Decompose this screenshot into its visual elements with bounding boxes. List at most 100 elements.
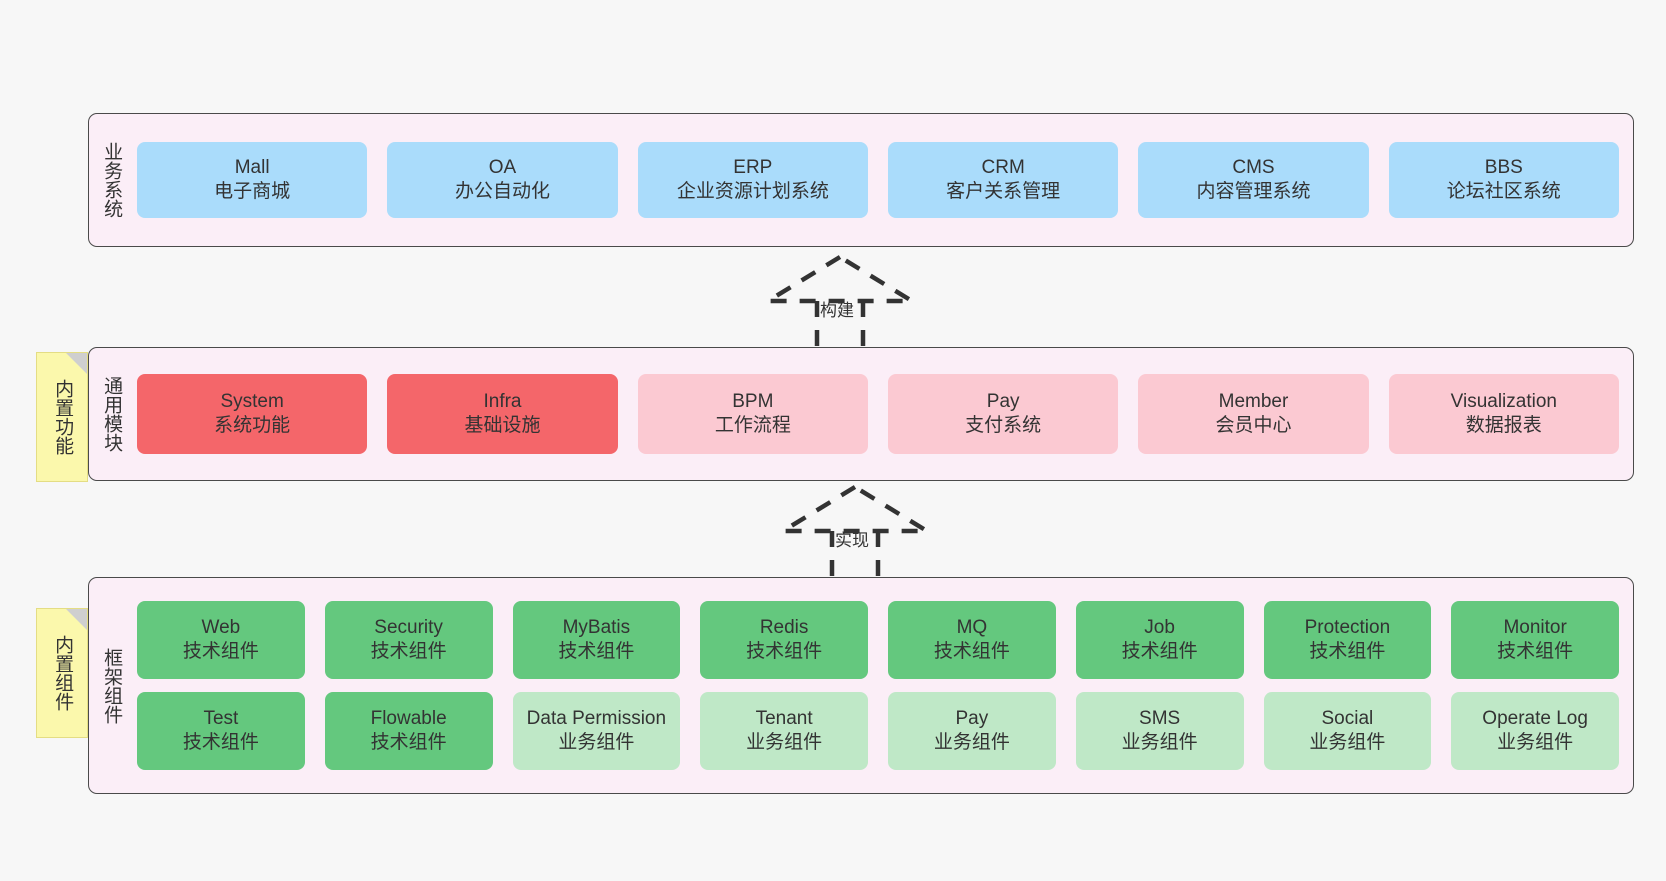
framework-business-row: Test 技术组件 Flowable 技术组件 Data Permission … bbox=[137, 692, 1619, 770]
card-sms[interactable]: SMS 业务组件 bbox=[1075, 692, 1244, 770]
layer-business-body: Mall 电子商城 OA 办公自动化 ERP 企业资源计划系统 CRM 客户关系… bbox=[133, 114, 1633, 246]
card-title-en: CMS bbox=[1232, 157, 1275, 179]
card-title-cn: 电子商城 bbox=[214, 181, 291, 202]
card-member[interactable]: Member 会员中心 bbox=[1138, 374, 1369, 454]
card-title-en: Pay bbox=[955, 708, 989, 730]
layer-business-systems: 业务系统 Mall 电子商城 OA 办公自动化 ERP 企业资源计划系统 CRM… bbox=[88, 113, 1634, 247]
card-oa[interactable]: OA 办公自动化 bbox=[387, 142, 618, 218]
card-bbs[interactable]: BBS 论坛社区系统 bbox=[1388, 142, 1619, 218]
card-monitor[interactable]: Monitor 技术组件 bbox=[1451, 601, 1619, 679]
note-fold-corner-icon bbox=[66, 353, 87, 374]
card-title-en: MyBatis bbox=[562, 617, 631, 639]
card-title-cn: 技术组件 bbox=[558, 641, 635, 662]
card-pay-module[interactable]: Pay 支付系统 bbox=[887, 374, 1119, 454]
card-title-cn: 工作流程 bbox=[714, 415, 791, 436]
card-flowable[interactable]: Flowable 技术组件 bbox=[324, 692, 493, 770]
card-title-cn: 办公自动化 bbox=[454, 181, 550, 202]
card-job[interactable]: Job 技术组件 bbox=[1075, 601, 1244, 679]
card-web[interactable]: Web 技术组件 bbox=[137, 601, 305, 679]
card-bpm[interactable]: BPM 工作流程 bbox=[637, 374, 868, 454]
note-builtin-functions-label: 内置功能 bbox=[52, 379, 74, 455]
card-operate-log[interactable]: Operate Log 业务组件 bbox=[1451, 692, 1619, 770]
card-cms[interactable]: CMS 内容管理系统 bbox=[1138, 142, 1369, 218]
card-data-permission[interactable]: Data Permission 业务组件 bbox=[512, 692, 681, 770]
card-title-cn: 会员中心 bbox=[1215, 415, 1292, 436]
card-system[interactable]: System 系统功能 bbox=[137, 374, 368, 454]
card-title-cn: 技术组件 bbox=[182, 641, 259, 662]
card-title-en: Web bbox=[201, 617, 241, 639]
card-title-en: BBS bbox=[1484, 157, 1523, 179]
card-title-cn: 企业资源计划系统 bbox=[676, 181, 829, 202]
card-title-cn: 技术组件 bbox=[370, 732, 447, 753]
card-protection[interactable]: Protection 技术组件 bbox=[1263, 601, 1432, 679]
card-social[interactable]: Social 业务组件 bbox=[1263, 692, 1432, 770]
card-title-cn: 论坛社区系统 bbox=[1446, 181, 1561, 202]
card-title-cn: 系统功能 bbox=[214, 415, 291, 436]
card-infra[interactable]: Infra 基础设施 bbox=[387, 374, 618, 454]
card-title-cn: 数据报表 bbox=[1465, 415, 1542, 436]
arrow-realize-label: 实现 bbox=[835, 531, 869, 550]
card-title-cn: 基础设施 bbox=[464, 415, 541, 436]
card-title-en: Monitor bbox=[1503, 617, 1567, 639]
arrow-build: 构建 bbox=[760, 253, 920, 348]
card-crm[interactable]: CRM 客户关系管理 bbox=[887, 142, 1119, 218]
card-title-cn: 技术组件 bbox=[1497, 641, 1574, 662]
layer-framework-body: Web 技术组件 Security 技术组件 MyBatis 技术组件 Redi… bbox=[133, 578, 1633, 793]
card-mall[interactable]: Mall 电子商城 bbox=[137, 142, 368, 218]
card-erp[interactable]: ERP 企业资源计划系统 bbox=[637, 142, 868, 218]
card-security[interactable]: Security 技术组件 bbox=[324, 601, 493, 679]
card-mybatis[interactable]: MyBatis 技术组件 bbox=[512, 601, 681, 679]
card-title-en: Job bbox=[1144, 617, 1175, 639]
arrow-realize: 实现 bbox=[775, 483, 935, 578]
card-title-cn: 业务组件 bbox=[933, 732, 1010, 753]
note-builtin-components-label: 内置组件 bbox=[52, 635, 74, 711]
layer-framework-components: 框架组件 Web 技术组件 Security 技术组件 MyBatis 技术组件… bbox=[88, 577, 1634, 794]
card-mq[interactable]: MQ 技术组件 bbox=[888, 601, 1056, 679]
card-test[interactable]: Test 技术组件 bbox=[137, 692, 305, 770]
arrow-build-label: 构建 bbox=[820, 301, 854, 320]
business-card-row: Mall 电子商城 OA 办公自动化 ERP 企业资源计划系统 CRM 客户关系… bbox=[137, 142, 1619, 218]
module-card-row: System 系统功能 Infra 基础设施 BPM 工作流程 Pay 支付系统… bbox=[137, 374, 1619, 454]
layer-modules-body: System 系统功能 Infra 基础设施 BPM 工作流程 Pay 支付系统… bbox=[133, 348, 1633, 480]
card-title-en: Member bbox=[1218, 391, 1289, 413]
card-title-en: Pay bbox=[986, 391, 1020, 413]
card-title-cn: 业务组件 bbox=[558, 732, 635, 753]
card-title-cn: 支付系统 bbox=[965, 415, 1042, 436]
card-title-en: ERP bbox=[733, 157, 773, 179]
card-title-en: Mall bbox=[234, 157, 270, 179]
card-title-en: System bbox=[220, 391, 284, 413]
card-title-en: Data Permission bbox=[526, 708, 667, 730]
card-title-en: SMS bbox=[1139, 708, 1181, 730]
card-title-en: Social bbox=[1321, 708, 1374, 730]
card-title-cn: 技术组件 bbox=[933, 641, 1010, 662]
card-tenant[interactable]: Tenant 业务组件 bbox=[700, 692, 868, 770]
card-title-cn: 技术组件 bbox=[182, 732, 259, 753]
card-redis[interactable]: Redis 技术组件 bbox=[700, 601, 868, 679]
card-title-cn: 业务组件 bbox=[746, 732, 823, 753]
card-visualization[interactable]: Visualization 数据报表 bbox=[1388, 374, 1619, 454]
card-title-cn: 技术组件 bbox=[1121, 641, 1198, 662]
card-title-cn: 业务组件 bbox=[1309, 732, 1386, 753]
layer-framework-title: 框架组件 bbox=[101, 647, 123, 724]
card-title-en: Infra bbox=[483, 391, 522, 413]
card-title-en: MQ bbox=[956, 617, 988, 639]
card-title-en: Security bbox=[374, 617, 443, 639]
layer-modules-title: 通用模块 bbox=[101, 376, 123, 452]
framework-tech-row: Web 技术组件 Security 技术组件 MyBatis 技术组件 Redi… bbox=[137, 601, 1619, 679]
card-title-cn: 业务组件 bbox=[1497, 732, 1574, 753]
note-fold-corner-icon bbox=[66, 609, 87, 630]
card-title-en: BPM bbox=[732, 391, 774, 413]
note-builtin-components: 内置组件 bbox=[36, 608, 88, 738]
card-title-en: Redis bbox=[759, 617, 809, 639]
card-title-cn: 内容管理系统 bbox=[1196, 181, 1311, 202]
layer-business-title: 业务系统 bbox=[101, 142, 123, 218]
note-builtin-functions: 内置功能 bbox=[36, 352, 88, 482]
card-title-en: OA bbox=[488, 157, 517, 179]
card-title-en: Protection bbox=[1304, 617, 1391, 639]
card-title-cn: 技术组件 bbox=[746, 641, 823, 662]
card-title-cn: 技术组件 bbox=[370, 641, 447, 662]
card-title-cn: 业务组件 bbox=[1121, 732, 1198, 753]
card-pay-component[interactable]: Pay 业务组件 bbox=[888, 692, 1056, 770]
layer-common-modules: 通用模块 System 系统功能 Infra 基础设施 BPM 工作流程 Pay… bbox=[88, 347, 1634, 481]
